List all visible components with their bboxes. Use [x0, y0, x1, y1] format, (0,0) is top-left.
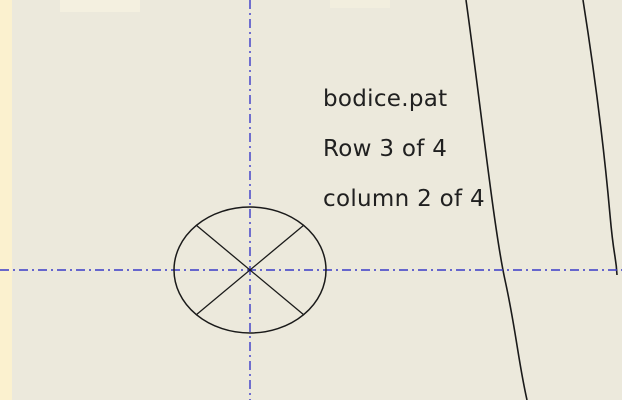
border-glow	[0, 0, 12, 400]
top-highlight-left	[60, 0, 140, 12]
pattern-file-name: bodice.pat	[323, 86, 447, 112]
pattern-column-info: column 2 of 4	[323, 186, 485, 212]
pattern-outline-right[interactable]	[582, 0, 618, 276]
top-highlight-right	[330, 0, 390, 8]
pattern-row-info: Row 3 of 4	[323, 136, 447, 162]
paper-background	[12, 0, 622, 400]
pattern-outline-left[interactable]	[465, 0, 528, 400]
circle-with-cross-icon[interactable]	[173, 206, 327, 334]
